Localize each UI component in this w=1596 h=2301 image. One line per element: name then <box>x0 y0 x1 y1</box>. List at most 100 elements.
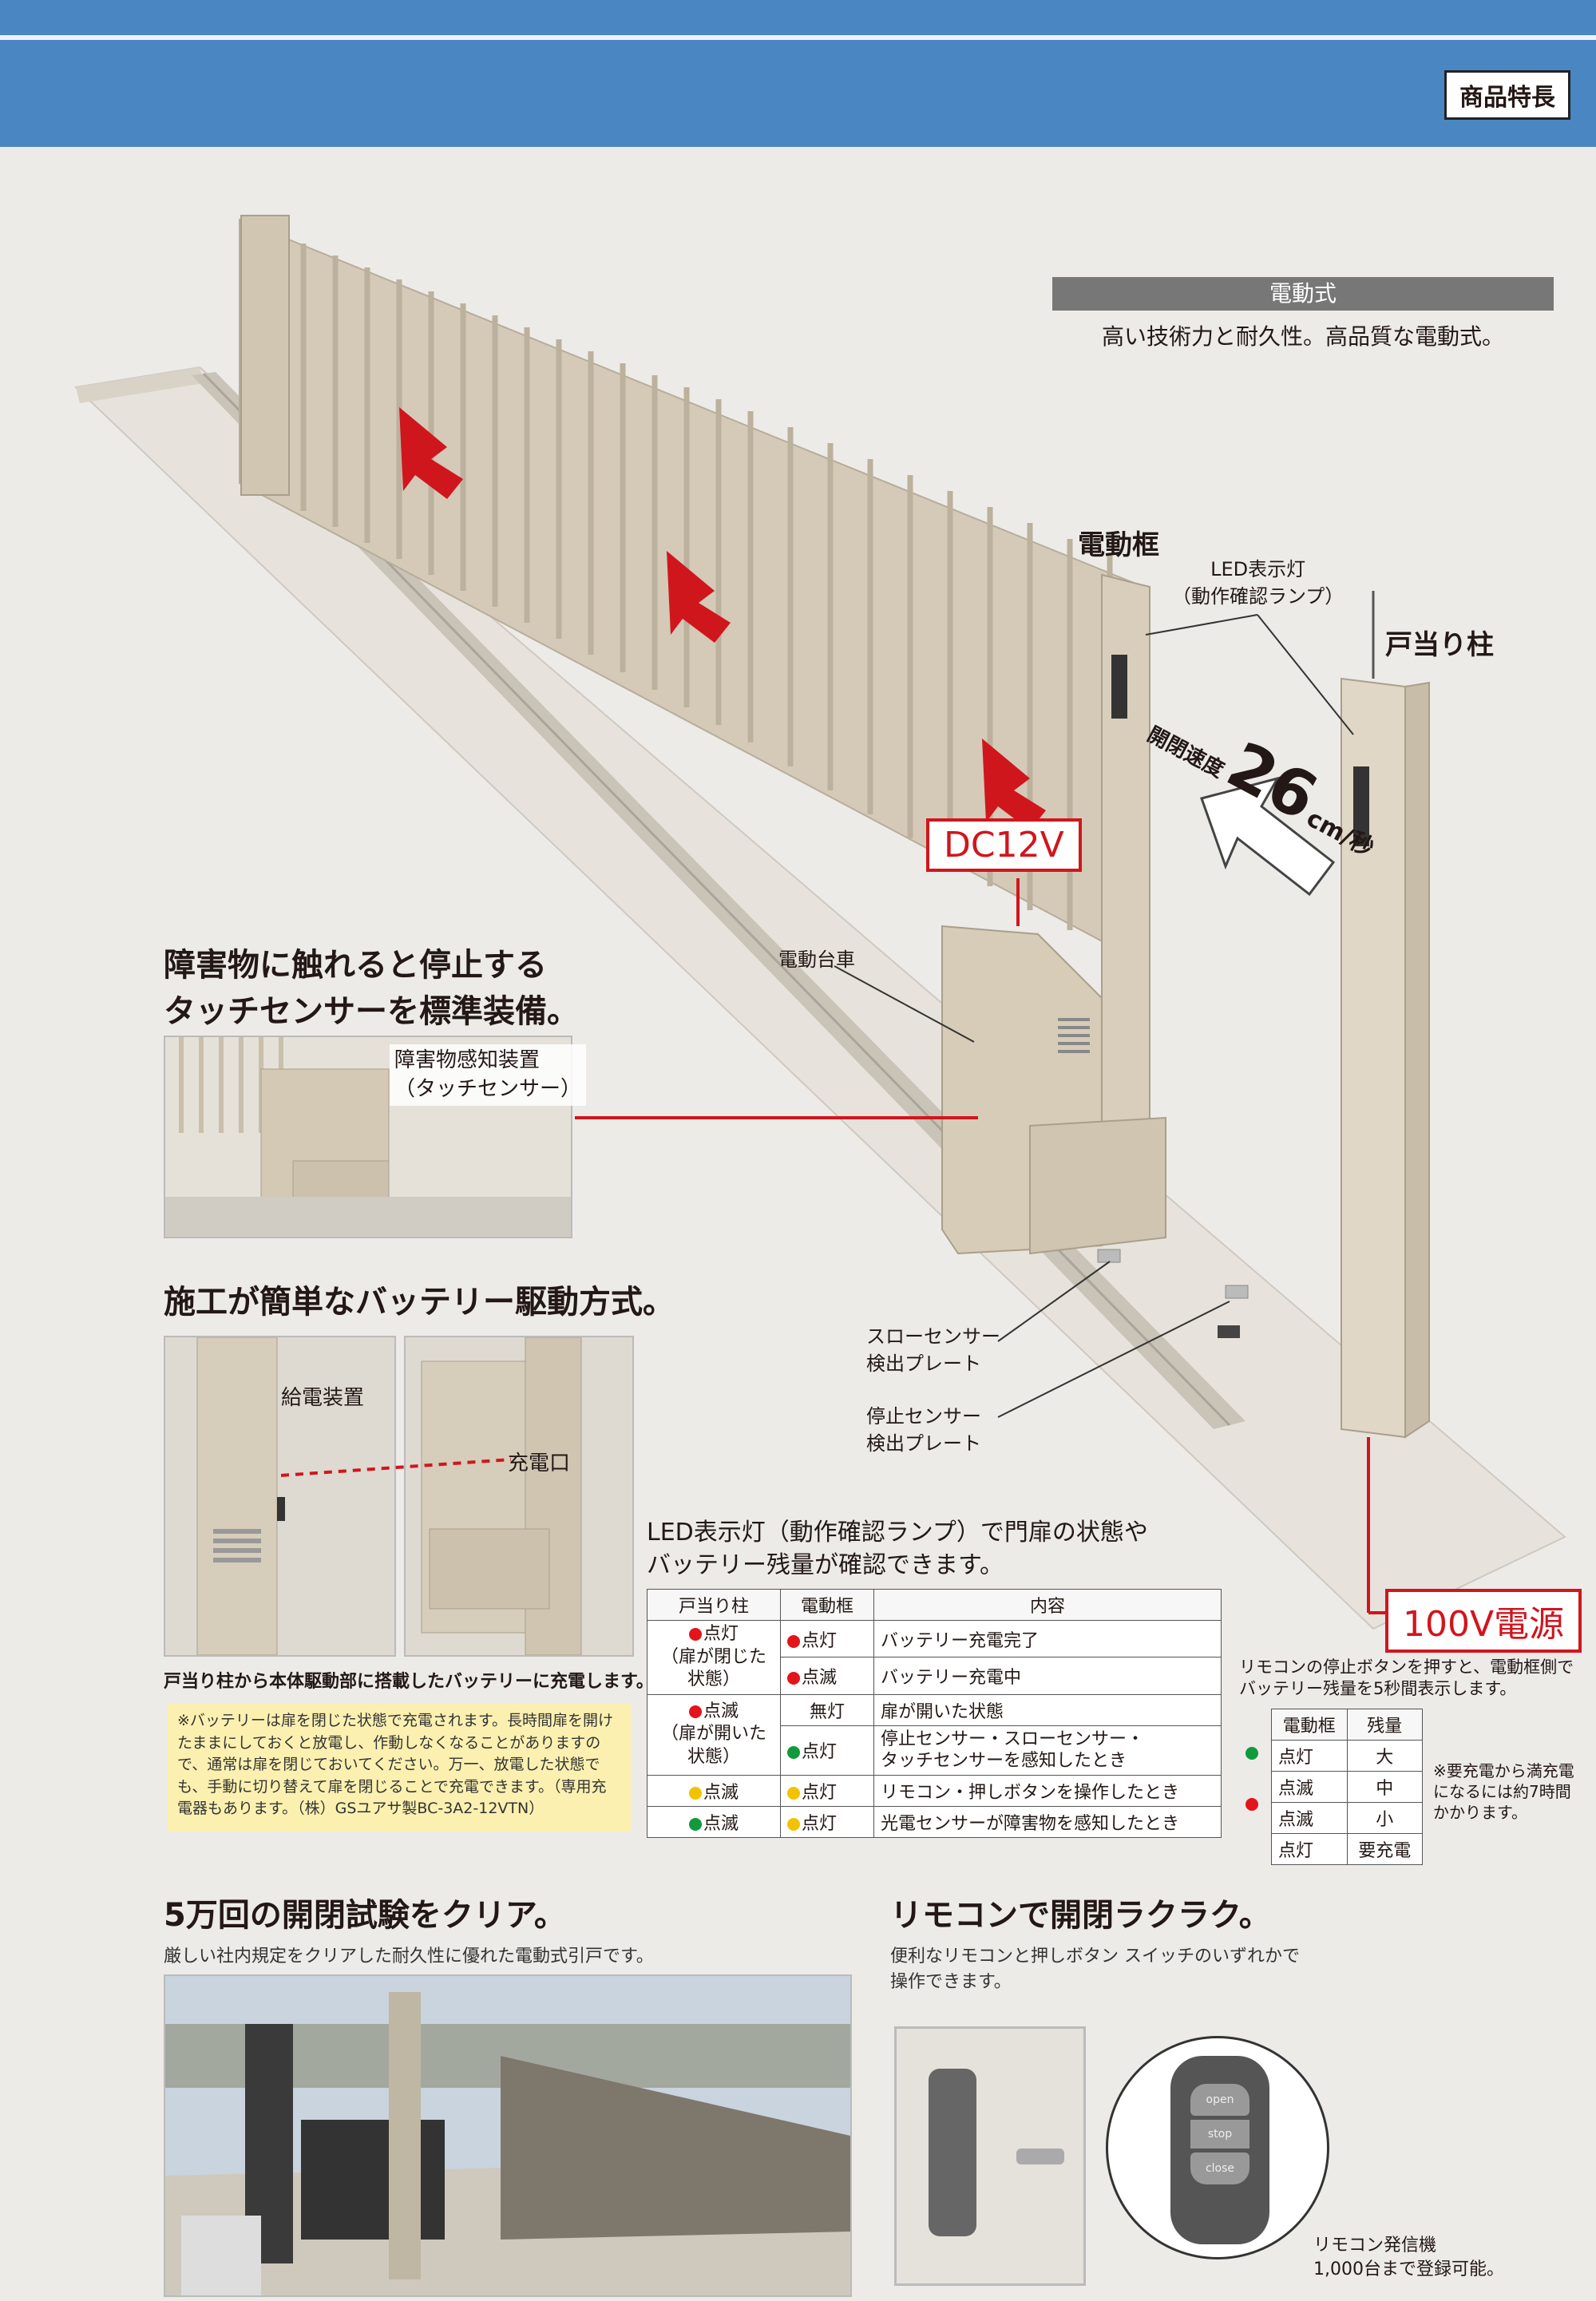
led-label-title: LED表示灯 <box>1210 558 1306 580</box>
frame-cell: 点灯 <box>780 1725 874 1776</box>
port-label: 充電口 <box>508 1451 571 1475</box>
state-cell: 点灯 <box>1271 1740 1348 1772</box>
remote-desc: 便利なリモコンと押しボタン スイッチのいずれかで 操作できます。 <box>890 1947 1300 1992</box>
remote-button-open[interactable]: open <box>1190 2084 1249 2116</box>
table-row: 点滅 点灯 リモコン・押しボタンを操作したとき <box>647 1774 1222 1807</box>
frame-cell: 点灯 <box>780 1774 874 1807</box>
battery-table-header: 電動框残量 <box>1271 1709 1423 1741</box>
led-table-title: LED表示灯（動作確認ランプ）で門扉の状態や バッテリー残量が確認できます。 <box>647 1519 1148 1579</box>
frame-state: 点灯 <box>802 1742 838 1763</box>
remote-button-close[interactable]: close <box>1190 2152 1249 2184</box>
frame-state: 点灯 <box>802 1782 838 1803</box>
post-state: 点灯 <box>703 1624 739 1644</box>
state-cell: 点滅 <box>1271 1771 1348 1803</box>
frame-cell: 点灯 <box>780 1805 874 1838</box>
green-dot-icon <box>688 1817 702 1831</box>
push-button-plate <box>929 2069 976 2236</box>
electric-heading: 電動式 <box>1052 277 1554 311</box>
led-label-sub: （動作確認ランプ） <box>1172 584 1345 608</box>
push-button-panel <box>894 2026 1086 2286</box>
yellow-dot-icon <box>688 1786 702 1800</box>
dc12v-label: DC12V <box>926 818 1082 872</box>
red-dot-icon <box>688 1705 702 1718</box>
table-row: 点滅 バッテリー充電中 <box>648 1657 1222 1695</box>
content-cell: 光電センサーが障害物を感知したとき <box>873 1805 1222 1838</box>
table-row: 点滅小 <box>1271 1802 1423 1834</box>
table-row: 点灯大 <box>1271 1740 1423 1772</box>
remote-body: open stop close <box>1170 2056 1269 2244</box>
post-cell: 点滅 <box>647 1774 781 1807</box>
post-state: 点滅 <box>703 1782 739 1803</box>
col-state: 電動框 <box>1271 1709 1348 1741</box>
red-dot-icon <box>688 1628 702 1641</box>
content-cell: 停止センサー・スローセンサー・ タッチセンサーを感知したとき <box>873 1725 1222 1776</box>
power-label: 100V電源 <box>1385 1589 1582 1653</box>
frame-cell: 点滅 <box>780 1657 874 1695</box>
battery-right-drawing <box>406 1337 632 1655</box>
post-sub: （扉が閉じた状態） <box>660 1646 766 1690</box>
charge-link-line <box>280 1458 512 1477</box>
post-cell: 点滅 <box>647 1805 781 1838</box>
led-status-table: 戸当り柱 電動框 内容 点灯 （扉が閉じた状態） 点灯 バッテリー充電完了 点滅… <box>647 1589 1222 1838</box>
remote-caption: リモコン発信機 1,000台まで登録可能。 <box>1313 2236 1504 2279</box>
test-title: 5万回の開閉試験をクリア。 <box>164 1897 566 1934</box>
remote-battery-desc: リモコンの停止ボタンを押すと、電動框側で バッテリー残量を5秒間表示します。 <box>1239 1657 1574 1699</box>
post-cell: 点灯 （扉が閉じた状態） <box>647 1620 781 1695</box>
remote-photo: open stop close <box>1106 2036 1329 2259</box>
post-sub: （扉が開いた状態） <box>660 1724 766 1768</box>
content-cell: バッテリー充電中 <box>873 1657 1222 1695</box>
level-cell: 小 <box>1346 1802 1423 1834</box>
table-row: 点灯 停止センサー・スローセンサー・ タッチセンサーを感知したとき <box>648 1725 1222 1776</box>
table-row: 点滅 点灯 光電センサーが障害物を感知したとき <box>647 1805 1222 1838</box>
test-photo <box>164 1974 852 2297</box>
green-dot-icon <box>1246 1747 1258 1760</box>
header-line <box>0 35 1596 40</box>
electric-subtitle: 高い技術力と耐久性。高品質な電動式。 <box>1101 323 1504 350</box>
test-photo-drawing <box>165 1976 850 2295</box>
col-level: 残量 <box>1346 1709 1423 1741</box>
state-cell: 点滅 <box>1271 1802 1348 1834</box>
touch-title: 障害物に触れると停止する タッチセンサーを標準装備。 <box>164 947 579 1030</box>
level-cell: 中 <box>1346 1771 1423 1803</box>
post-state: 点滅 <box>703 1701 739 1721</box>
red-dot-icon <box>1246 1798 1258 1811</box>
table-row: 点灯 （扉が閉じた状態） 点灯 バッテリー充電完了 <box>647 1619 1222 1695</box>
frame-state: 点滅 <box>802 1668 838 1689</box>
battery-photo-left <box>164 1336 396 1657</box>
green-dot-icon <box>787 1746 800 1760</box>
content-cell: バッテリー充電完了 <box>873 1619 1222 1658</box>
gate-illustration <box>73 215 1566 1630</box>
table-row: 点滅 （扉が開いた状態） 無灯 扉が開いた状態 <box>647 1693 1222 1776</box>
feature-badge: 商品特長 <box>1444 70 1570 120</box>
stop-post-label: 戸当り柱 <box>1385 629 1494 661</box>
table-row: 点滅中 <box>1271 1771 1423 1803</box>
touch-sensor-label: 障害物感知装置 （タッチセンサー） <box>390 1044 587 1106</box>
led-table-header: 戸当り柱 電動框 内容 <box>647 1589 1222 1621</box>
test-desc: 厳しい社内規定をクリアした耐久性に優れた電動式引戸です。 <box>164 1947 654 1966</box>
content-cell: リモコン・押しボタンを操作したとき <box>873 1774 1222 1807</box>
battery-note: ※バッテリーは扉を閉じた状態で充電されます。長時間扉を開けたままにしておくと放電… <box>168 1704 631 1832</box>
battery-left-drawing <box>165 1337 394 1655</box>
charge-time-note: ※要充電から満充電 になるには約7時間 かかります。 <box>1433 1761 1574 1822</box>
frame-cell: 無灯 <box>780 1693 874 1726</box>
frame-cell: 点灯 <box>780 1619 874 1658</box>
level-cell: 大 <box>1346 1740 1423 1772</box>
slow-sensor-label: スローセンサー 検出プレート <box>866 1325 1000 1375</box>
cart-label: 電動台車 <box>778 949 855 971</box>
battery-level-table: 電動框残量 点灯大 点滅中 点滅小 点灯要充電 <box>1271 1709 1423 1865</box>
frame-label: 電動框 <box>1078 529 1159 561</box>
header-bar <box>0 0 1596 147</box>
led-label: LED表示灯 （動作確認ランプ） <box>1172 556 1344 610</box>
yellow-dot-icon <box>787 1786 800 1800</box>
level-cell: 要充電 <box>1346 1833 1423 1865</box>
red-dot-icon <box>787 1634 800 1648</box>
col-frame: 電動框 <box>780 1589 874 1621</box>
battery-photo-right <box>404 1336 634 1657</box>
col-post: 戸当り柱 <box>647 1589 781 1621</box>
remote-title: リモコンで開閉ラクラク。 <box>890 1897 1271 1934</box>
feeder-label: 給電装置 <box>281 1386 365 1410</box>
frame-state: 点灯 <box>802 1813 838 1834</box>
red-dot-icon <box>787 1672 800 1685</box>
yellow-dot-icon <box>787 1817 800 1831</box>
remote-button-stop[interactable]: stop <box>1190 2120 1249 2149</box>
